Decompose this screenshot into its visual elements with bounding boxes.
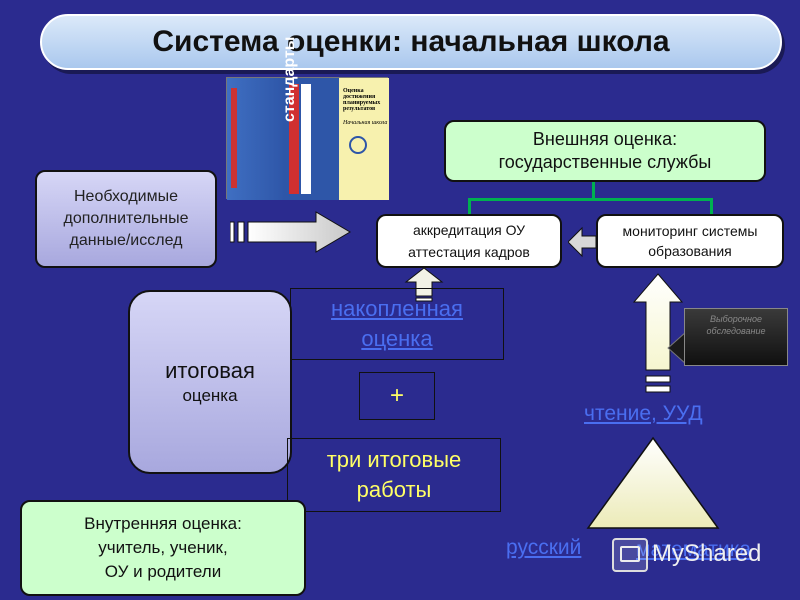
page-title: Система оценки: начальная школа: [152, 25, 670, 58]
sample-line2: обследование: [706, 326, 766, 336]
internal-line1: Внутренняя оценка:: [84, 514, 242, 533]
sample-survey-callout: Выборочное обследование: [684, 308, 788, 366]
external-line2: государственные службы: [498, 152, 712, 172]
monitoring-line2: образования: [648, 243, 732, 259]
additional-data-line3: данные/исслед: [69, 232, 183, 249]
standards-book-image: стандарты Оценка достижения планируемых …: [226, 37, 389, 200]
title-banner: Система оценки: начальная школа: [40, 14, 782, 70]
three-works-line1: три итоговые: [326, 447, 462, 472]
connector-line: [468, 198, 471, 214]
three-works-line2: работы: [356, 477, 432, 502]
accumulated-link-line2[interactable]: оценка: [361, 326, 433, 351]
left-arrow-icon: [568, 226, 597, 258]
monitoring-line1: мониторинг системы: [622, 223, 758, 239]
connector-line: [468, 198, 712, 201]
book-cover-text: результатов: [343, 106, 376, 112]
additional-data-line2: дополнительные: [63, 210, 189, 227]
accumulated-assessment-box: накопленная оценка: [290, 288, 504, 360]
accumulated-link-line1[interactable]: накопленная: [331, 296, 463, 321]
final-line1: итоговая: [165, 358, 255, 383]
connector-line: [592, 182, 595, 200]
final-line2: оценка: [182, 386, 238, 405]
external-line1: Внешняя оценка:: [532, 129, 678, 149]
internal-line3: ОУ и родители: [104, 562, 222, 581]
watermark-icon: [620, 546, 640, 562]
book-cover-subtitle: Начальная школа: [343, 120, 388, 126]
sample-line1: Выборочное: [710, 314, 762, 324]
math-link[interactable]: математика: [636, 538, 752, 561]
three-works-box: три итоговые работы: [287, 438, 501, 512]
book-cover-text: планируемых: [343, 100, 381, 106]
book-spine-text: стандарты: [281, 36, 298, 122]
book-cover-text: Оценка: [343, 88, 364, 94]
plus-sign: +: [389, 382, 404, 409]
russian-link[interactable]: русский: [506, 536, 582, 559]
right-arrow-icon: [230, 211, 351, 253]
internal-assessment-box: Внутренняя оценка: учитель, ученик, ОУ и…: [20, 500, 306, 596]
pyramid-triangle: [586, 436, 720, 529]
external-assessment-box: Внешняя оценка: государственные службы: [444, 120, 766, 182]
accreditation-line1: аккредитация ОУ: [412, 222, 526, 238]
final-assessment-box: итоговая оценка: [128, 290, 292, 474]
book-emblem-icon: [349, 136, 367, 154]
plus-box: +: [359, 372, 435, 420]
up-arrow-icon: [404, 268, 444, 302]
connector-line: [710, 198, 713, 214]
monitoring-box: мониторинг системы образования: [596, 214, 784, 268]
accreditation-line2: аттестация кадров: [408, 244, 530, 260]
watermark-text: MyShared: [652, 540, 762, 567]
watermark-logo: [612, 538, 648, 572]
reading-uud-link[interactable]: чтение, УУД: [584, 402, 703, 425]
additional-data-line1: Необходимые: [73, 188, 179, 205]
book-cover-text: достижения: [343, 94, 376, 100]
internal-line2: учитель, ученик,: [98, 538, 228, 557]
accreditation-box: аккредитация ОУ аттестация кадров: [376, 214, 562, 268]
additional-data-box: Необходимые дополнительные данные/исслед: [35, 170, 217, 268]
